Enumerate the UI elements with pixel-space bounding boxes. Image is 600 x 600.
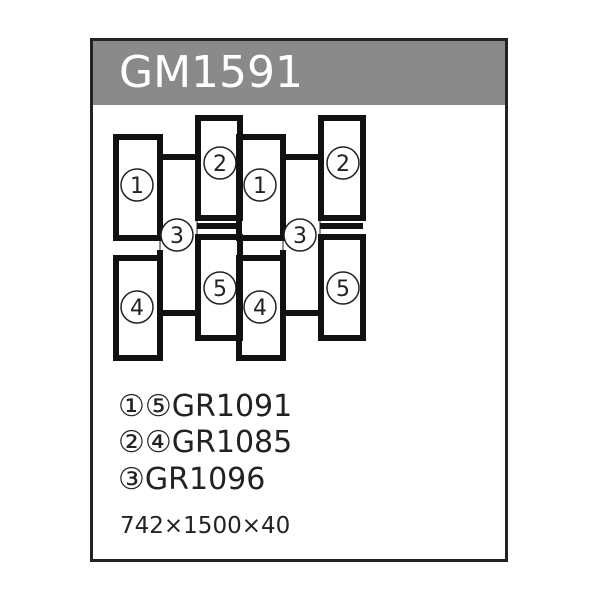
piece-4 — [236, 255, 286, 361]
piece-1 — [236, 134, 286, 241]
piece-label-3: 3 — [170, 224, 184, 249]
label-circle-3 — [160, 218, 194, 252]
label-circle-5 — [326, 271, 360, 305]
legend-line-3: ③GR1096 — [118, 462, 266, 497]
legend-line-1: ①⑤GR1091 — [118, 389, 293, 424]
piece-label-4: 4 — [130, 296, 144, 321]
label-circle-4 — [243, 290, 277, 324]
piece-2 — [318, 115, 366, 221]
label-circle-4 — [120, 290, 154, 324]
piece-label-3: 3 — [293, 224, 307, 249]
piece-label-1: 1 — [253, 174, 267, 199]
label-circle-3 — [283, 218, 317, 252]
header-bar: GM1591 — [93, 41, 505, 105]
piece-1 — [113, 134, 163, 241]
label-circle-1 — [243, 168, 277, 202]
label-circle-2 — [326, 146, 360, 180]
piece-4 — [113, 255, 163, 361]
legend-line-2: ②④GR1085 — [118, 425, 293, 460]
product-code: GM1591 — [119, 47, 304, 98]
piece-label-4: 4 — [253, 296, 267, 321]
piece-label-5: 5 — [213, 277, 227, 302]
piece-label-1: 1 — [130, 174, 144, 199]
label-circle-1 — [120, 168, 154, 202]
piece-5 — [318, 234, 366, 341]
piece-label-5: 5 — [336, 277, 350, 302]
piece-label-2: 2 — [213, 152, 227, 177]
dimensions: 742×1500×40 — [120, 513, 291, 539]
piece-label-2: 2 — [336, 152, 350, 177]
product-card: GM1591 ①⑤GR1091 ②④GR1085 ③GR1096 742×150… — [90, 38, 508, 562]
